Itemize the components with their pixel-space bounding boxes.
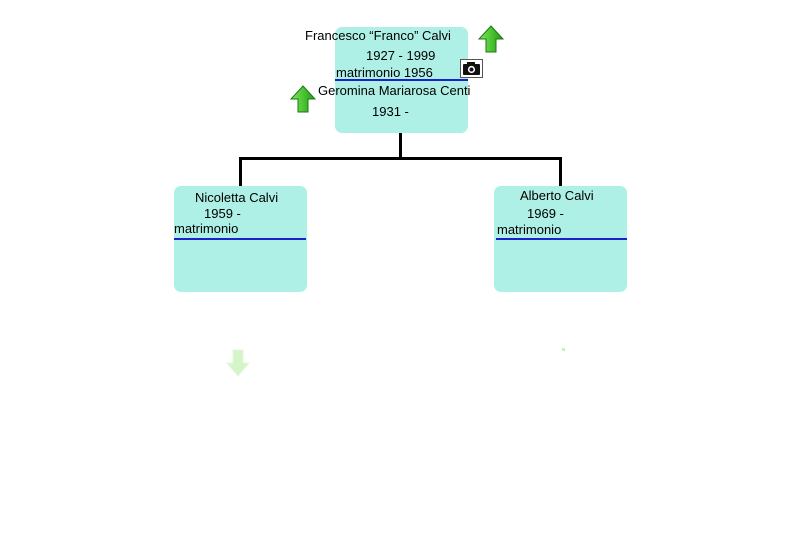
parent-arrow-icon-geromina[interactable] bbox=[290, 85, 316, 113]
marriage-label-root: matrimonio 1956 bbox=[336, 65, 433, 80]
faded-marker-dot bbox=[562, 348, 565, 351]
person-name-geromina[interactable]: Geromina Mariarosa Centi bbox=[318, 83, 471, 98]
marriage-label-alberto: matrimonio bbox=[497, 222, 562, 237]
connector-stem bbox=[399, 133, 402, 159]
person-dates-alberto: 1969 - bbox=[527, 206, 564, 221]
camera-icon[interactable] bbox=[460, 59, 483, 78]
marriage-rule-root bbox=[335, 79, 468, 81]
child-arrow-icon-faded bbox=[226, 349, 250, 377]
person-name-nicoletta[interactable]: Nicoletta Calvi bbox=[195, 190, 279, 205]
person-dates-nicoletta: 1959 - bbox=[204, 206, 241, 221]
connector-drop-right bbox=[559, 157, 562, 187]
marriage-label-nicoletta: matrimonio bbox=[174, 221, 239, 236]
person-dates-geromina: 1931 - bbox=[372, 104, 409, 119]
marriage-rule-nicoletta bbox=[174, 238, 306, 240]
marriage-rule-alberto bbox=[496, 238, 627, 240]
connector-drop-left bbox=[239, 157, 242, 187]
connector-bar bbox=[239, 157, 562, 160]
parent-arrow-icon-francesco[interactable] bbox=[478, 25, 504, 53]
person-name-alberto[interactable]: Alberto Calvi bbox=[520, 188, 594, 203]
person-dates-francesco: 1927 - 1999 bbox=[366, 48, 436, 63]
person-name-francesco[interactable]: Francesco “Franco” Calvi bbox=[305, 28, 451, 43]
